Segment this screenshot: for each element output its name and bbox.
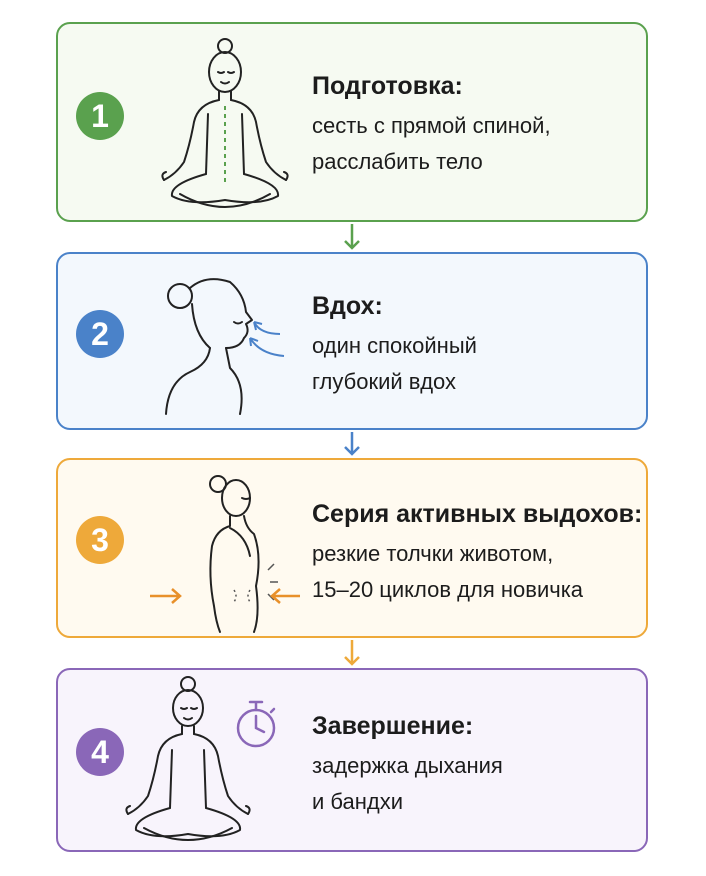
- step-text: Серия активных выдохов: резкие толчки жи…: [312, 498, 643, 608]
- step-title: Подготовка:: [312, 72, 463, 100]
- connector-arrow-icon: [344, 432, 360, 456]
- step-title: Завершение:: [312, 712, 474, 740]
- step-desc-line: задержка дыхания: [312, 753, 503, 778]
- step-title: Серия активных выдохов:: [312, 500, 643, 528]
- step-desc-line: один спокойный: [312, 333, 477, 358]
- step-desc-line: резкие толчки животом,: [312, 541, 554, 566]
- step-desc-line: 15–20 циклов для новичка: [312, 577, 584, 602]
- step-card-1: 1 Подготовка: сесть с прямой спиной, рас…: [56, 22, 648, 222]
- exhale-torso-icon: [150, 475, 300, 633]
- step-title: Вдох:: [312, 292, 383, 320]
- step-number-badge: 4: [76, 728, 124, 776]
- step-card-3: 3 Серия активных выдохов: резкие толчки …: [56, 458, 648, 638]
- step-text: Подготовка: сесть с прямой спиной, рассл…: [312, 70, 640, 180]
- connector-arrow-icon: [344, 224, 360, 250]
- step-card-2: 2 Вдох: один спокойный глубокий вдох: [56, 252, 648, 430]
- step-desc-line: сесть с прямой спиной,: [312, 113, 551, 138]
- step-desc-line: расслабить тело: [312, 149, 483, 174]
- meditating-figure-icon: [125, 676, 251, 841]
- step-desc-line: глубокий вдох: [312, 369, 457, 394]
- step-number-badge: 3: [76, 516, 124, 564]
- step-number-badge: 2: [76, 310, 124, 358]
- inhale-profile-icon: [165, 278, 285, 415]
- meditating-figure-icon: [161, 38, 289, 208]
- step-desc-line: и бандхи: [312, 789, 404, 814]
- timer-icon: [236, 700, 276, 748]
- step-text: Завершение: задержка дыхания и бандхи: [312, 710, 640, 820]
- connector-arrow-icon: [344, 640, 360, 666]
- step-text: Вдох: один спокойный глубокий вдох: [312, 290, 640, 400]
- step-card-4: 4 Завершение: задержка дыхания и бандхи: [56, 668, 648, 852]
- step-number-badge: 1: [76, 92, 124, 140]
